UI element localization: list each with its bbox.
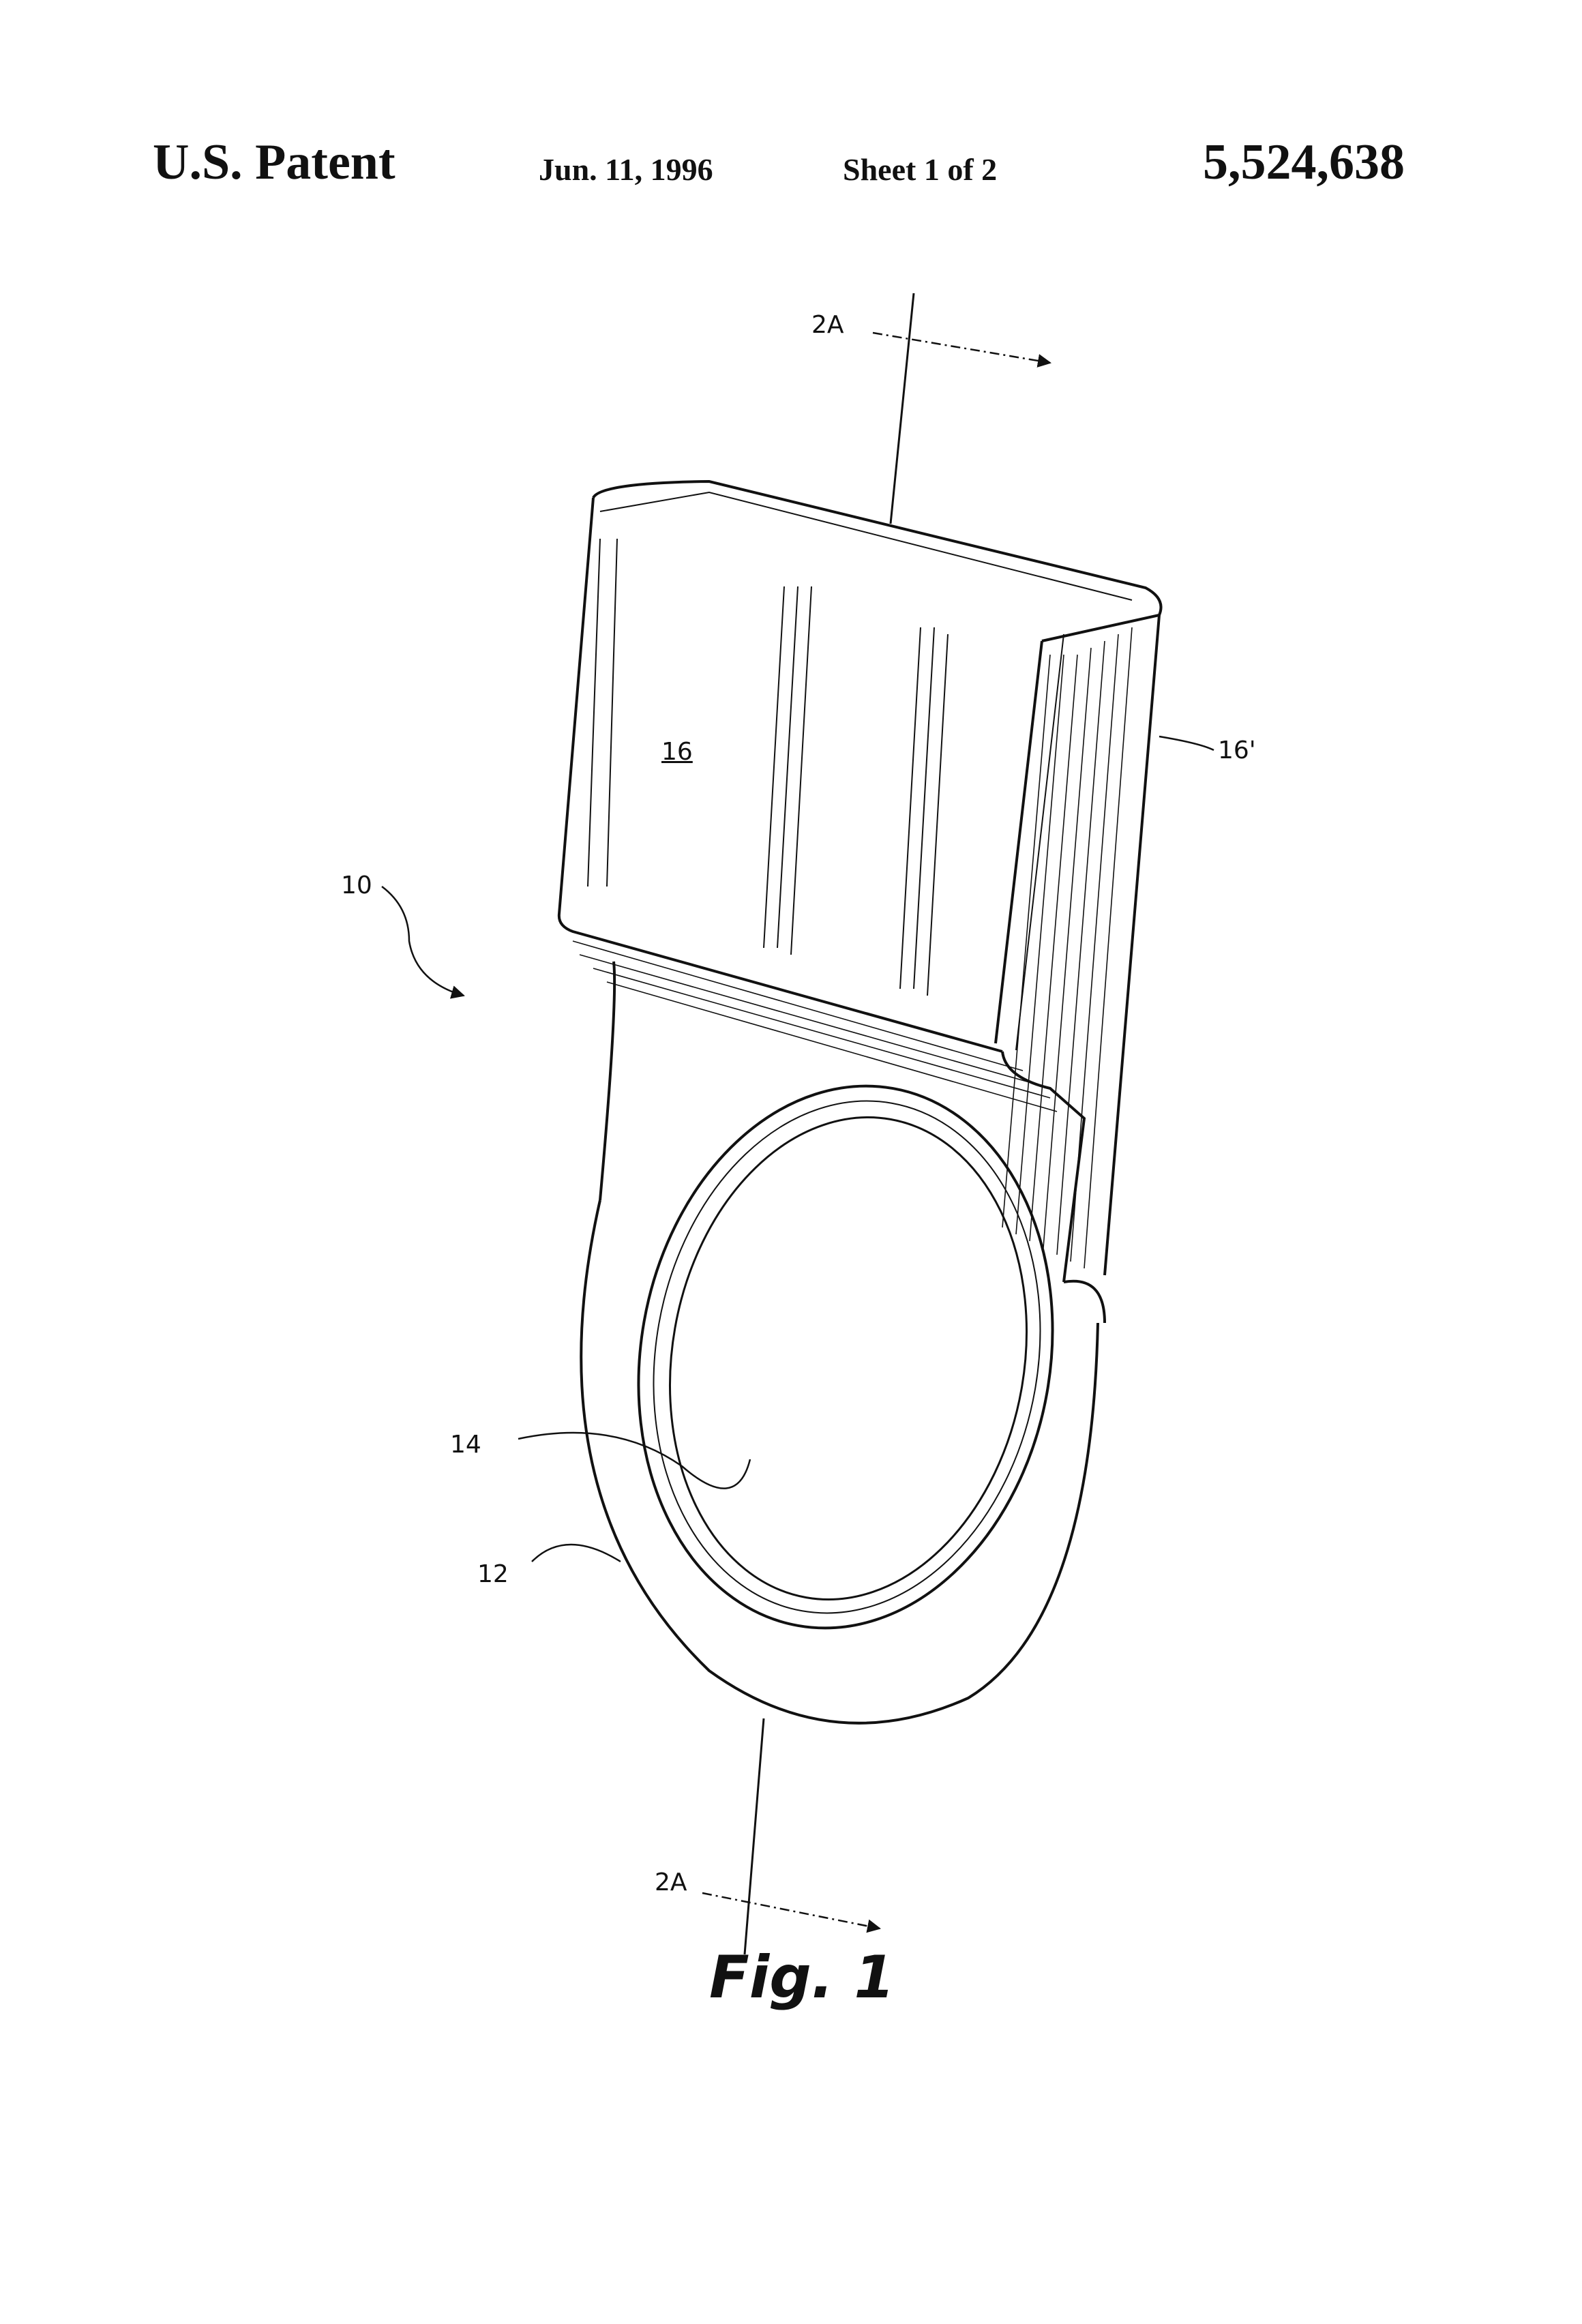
figure-caption: Fig. 1 (709, 1943, 895, 2012)
reference-14: 14 (450, 1431, 481, 1459)
reference-16: 16 (661, 738, 693, 766)
section-line-top (873, 293, 1050, 524)
reference-16-prime: 16' (1218, 736, 1256, 764)
reference-10: 10 (341, 872, 372, 899)
section-line-bottom (702, 1718, 880, 1954)
reference-12: 12 (477, 1560, 509, 1588)
holder-body (559, 481, 1161, 1723)
section-label-top: 2A (811, 311, 844, 339)
section-label-bottom: 2A (655, 1868, 687, 1896)
